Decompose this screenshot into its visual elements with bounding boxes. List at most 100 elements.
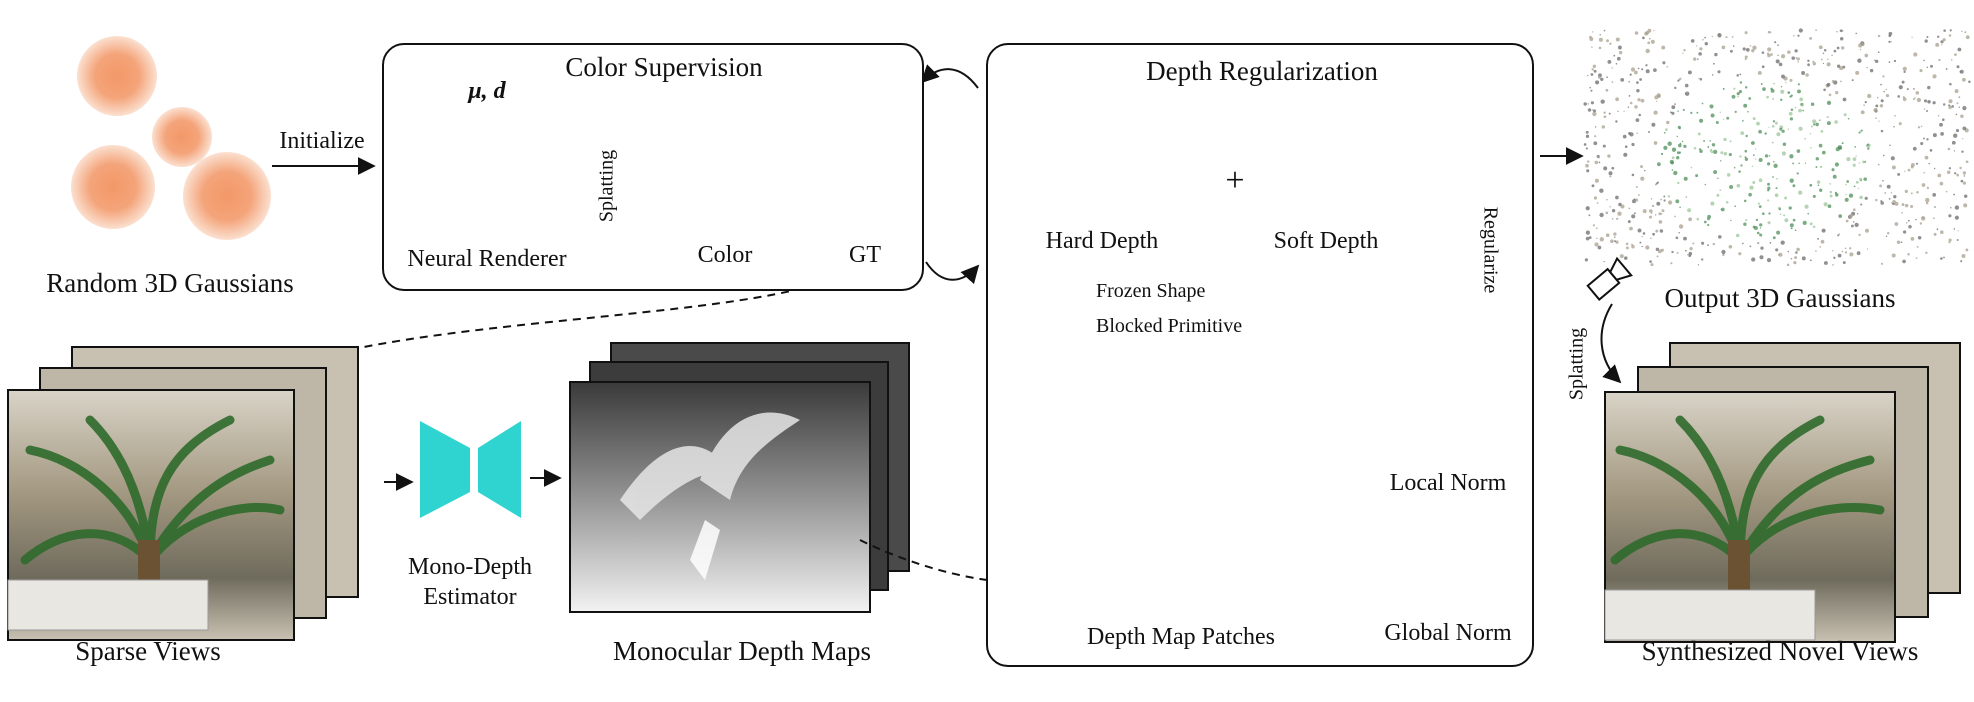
synthesized-views-label: Synthesized Novel Views: [1641, 636, 1919, 666]
point-splat: [1762, 87, 1766, 91]
point-splat: [1789, 178, 1794, 183]
point-splat: [1907, 168, 1911, 172]
point-splat: [1609, 42, 1612, 45]
point-splat: [1583, 143, 1587, 146]
point-splat: [1597, 75, 1601, 79]
depth-map-image: [569, 381, 871, 613]
point-splat: [1859, 130, 1862, 133]
point-splat: [1898, 85, 1903, 90]
point-splat: [1820, 239, 1825, 244]
point-splat: [1636, 132, 1639, 135]
point-splat: [1593, 141, 1598, 146]
point-splat: [1637, 98, 1641, 102]
point-splat: [1656, 201, 1661, 206]
point-splat: [1667, 141, 1672, 146]
point-splat: [1831, 168, 1835, 172]
point-splat: [1916, 97, 1922, 103]
point-splat: [1826, 116, 1829, 119]
point-splat: [1676, 251, 1679, 254]
point-splat: [1645, 48, 1650, 54]
point-splat: [1915, 257, 1918, 259]
point-splat: [1653, 141, 1658, 145]
point-splat: [1611, 67, 1613, 69]
point-splat: [1965, 248, 1969, 252]
point-splat: [1633, 198, 1636, 201]
point-splat: [1778, 62, 1783, 67]
point-splat: [1809, 146, 1812, 149]
point-splat: [1704, 36, 1706, 39]
point-splat: [1758, 205, 1762, 208]
point-splat: [1937, 173, 1942, 178]
point-splat: [1807, 59, 1810, 62]
point-splat: [1859, 48, 1862, 51]
point-splat: [1789, 117, 1794, 121]
point-splat: [1623, 110, 1625, 112]
point-splat: [1585, 206, 1590, 211]
gaussian-blob-icon: [77, 36, 157, 116]
point-splat: [1729, 185, 1734, 189]
point-splat: [1938, 58, 1941, 62]
point-splat: [1857, 187, 1860, 190]
point-splat: [1781, 129, 1785, 133]
point-splat: [1736, 184, 1741, 188]
point-splat: [1923, 108, 1926, 110]
point-splat: [1641, 68, 1644, 71]
point-splat: [1695, 174, 1699, 178]
point-splat: [1796, 149, 1801, 153]
point-splat: [1774, 41, 1777, 44]
point-splat: [1912, 146, 1917, 151]
point-splat: [1836, 31, 1838, 33]
point-splat: [1636, 89, 1640, 93]
point-splat: [1834, 162, 1839, 167]
point-splat: [1794, 256, 1798, 260]
point-splat: [1778, 208, 1781, 211]
point-splat: [1958, 96, 1961, 98]
point-splat: [1904, 203, 1909, 208]
point-splat: [1629, 226, 1633, 231]
point-splat: [1766, 52, 1770, 55]
point-splat: [1657, 94, 1661, 98]
point-splat: [1726, 173, 1731, 177]
point-splat: [1592, 31, 1594, 33]
point-splat: [1888, 40, 1891, 43]
point-splat: [1633, 212, 1636, 215]
point-splat: [1901, 212, 1903, 214]
point-splat: [1835, 193, 1839, 197]
point-splat: [1671, 250, 1674, 254]
point-splat: [1848, 213, 1853, 218]
point-splat: [1847, 117, 1850, 120]
point-splat: [1681, 140, 1684, 143]
point-splat: [1761, 65, 1765, 69]
point-splat: [1802, 109, 1804, 112]
point-splat: [1910, 192, 1913, 195]
point-splat: [1790, 257, 1793, 260]
point-splat: [1758, 129, 1762, 134]
point-splat: [1798, 28, 1803, 33]
point-splat: [1715, 120, 1719, 125]
point-splat: [1757, 70, 1762, 75]
point-splat: [1640, 98, 1645, 103]
point-splat: [1767, 53, 1771, 58]
point-splat: [1616, 217, 1619, 220]
point-splat: [1751, 49, 1755, 53]
color-label: Color: [697, 242, 753, 268]
point-splat: [1925, 251, 1928, 255]
point-splat: [1669, 159, 1674, 164]
point-splat: [1682, 52, 1684, 54]
point-splat: [1790, 227, 1793, 230]
point-splat: [1863, 104, 1865, 106]
point-splat: [1767, 221, 1771, 225]
color-supervision-panel: [382, 43, 924, 291]
point-splat: [1945, 68, 1948, 70]
point-splat: [1789, 95, 1792, 98]
point-splat: [1902, 259, 1906, 264]
point-splat: [1957, 47, 1962, 52]
point-splat: [1815, 166, 1818, 168]
point-splat: [1665, 128, 1668, 131]
point-splat: [1756, 241, 1760, 245]
point-splat: [1649, 260, 1652, 263]
point-splat: [1940, 230, 1944, 234]
point-splat: [1776, 230, 1781, 235]
point-splat: [1673, 170, 1678, 176]
point-splat: [1599, 188, 1604, 193]
